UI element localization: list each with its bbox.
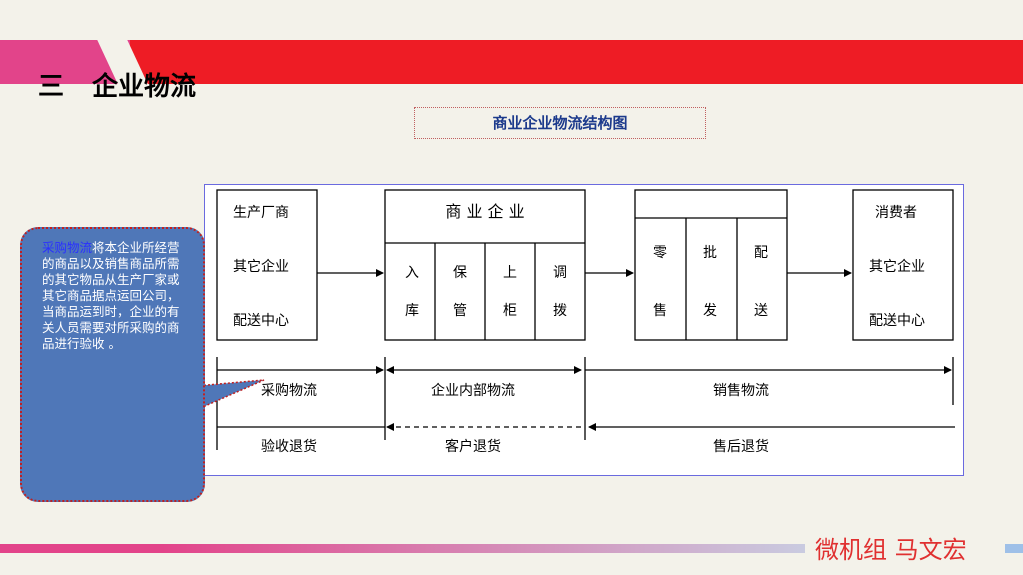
sales-step: 送: [754, 303, 768, 319]
footer-bar-accent: [1005, 544, 1023, 553]
source-label: 生产厂商: [233, 205, 289, 221]
flow-label: 采购物流: [261, 383, 317, 399]
diagram-title: 商业企业物流结构图: [414, 107, 706, 139]
enterprise-step: 库: [405, 303, 419, 319]
page-title: 三企业物流: [38, 66, 196, 103]
callout-tail: [196, 379, 265, 411]
source-label: 其它企业: [233, 258, 289, 275]
section-number: 三: [38, 72, 65, 102]
enterprise-step: 入: [405, 265, 419, 281]
author-label: 微机组 马文宏: [815, 536, 967, 564]
callout-text: 采购物流将本企业所经营的商品以及销售商品所需的其它物品从生产厂家或其它商品据点运…: [42, 240, 187, 352]
return-label: 客户退货: [445, 438, 501, 455]
sales-box: [634, 189, 788, 341]
enterprise-step: 调: [553, 265, 567, 281]
callout-highlight: 采购物流: [42, 240, 93, 255]
footer-bar: [0, 544, 805, 553]
sales-step: 发: [703, 303, 717, 319]
sources-box: [216, 189, 318, 341]
sales-step: 售: [653, 303, 667, 319]
enterprise-step: 管: [453, 303, 467, 319]
header-bar-red: [130, 40, 1023, 84]
logistics-diagram: 生产厂商 其它企业 配送中心 商 业 企 业 入 库 保 管 上 柜 调 拨 零…: [216, 189, 955, 455]
consumer-label: 消费者: [875, 205, 917, 221]
enterprise-step: 保: [453, 265, 467, 281]
sales-step: 零: [653, 245, 667, 261]
source-label: 配送中心: [233, 313, 289, 329]
section-title: 企业物流: [92, 72, 197, 102]
enterprise-header: 商 业 企 业: [445, 202, 524, 221]
consumer-label: 其它企业: [869, 258, 925, 275]
enterprise-step: 上: [503, 265, 517, 281]
diagram-frame: 生产厂商 其它企业 配送中心 商 业 企 业 入 库 保 管 上 柜 调 拨 零…: [204, 184, 964, 476]
callout-body: 将本企业所经营的商品以及销售商品所需的其它物品从生产厂家或其它商品据点运回公司，…: [42, 240, 180, 351]
return-label: 售后退货: [713, 438, 769, 455]
flow-label: 销售物流: [713, 383, 769, 399]
return-label: 验收退货: [261, 438, 317, 455]
enterprise-step: 拨: [553, 303, 567, 319]
sales-step: 配: [754, 245, 768, 261]
flow-label: 企业内部物流: [431, 382, 515, 399]
sales-step: 批: [703, 245, 717, 261]
consumers-box: [852, 189, 954, 341]
callout-box: [20, 227, 205, 502]
consumer-label: 配送中心: [869, 313, 925, 329]
enterprise-step: 柜: [503, 303, 517, 319]
